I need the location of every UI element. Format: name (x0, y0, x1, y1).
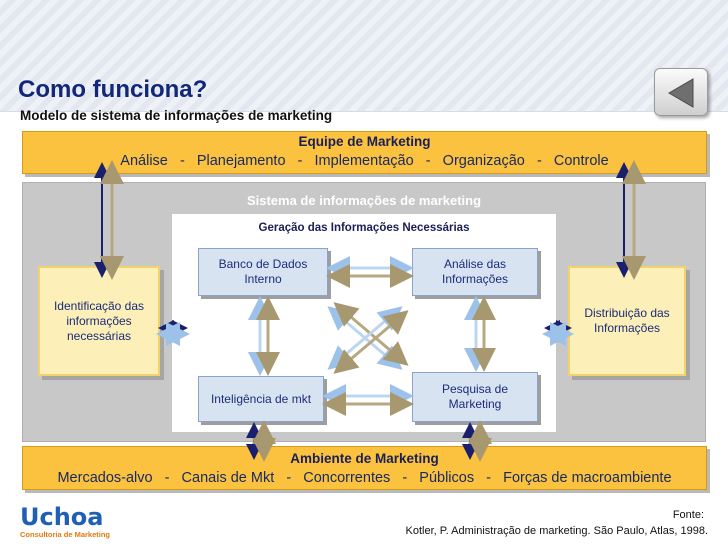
box-distribution: Distribuição das Informações (568, 266, 686, 376)
box-marketing-research: Pesquisa de Marketing (412, 372, 538, 422)
box-internal-database: Banco de Dados Interno (198, 248, 328, 296)
source-label: Fonte: (672, 509, 704, 521)
box-marketing-intelligence: Inteligência de mkt (198, 376, 324, 422)
generation-title: Geração das Informações Necessárias (258, 222, 470, 234)
arrow-diagonal-analise-intel-alt (333, 310, 409, 374)
back-arrow-icon (668, 78, 694, 108)
box-information-analysis: Análise das Informações (412, 248, 538, 296)
page-title: Como funciona? (18, 76, 208, 103)
marketing-environment-title: Ambiente de Marketing (290, 451, 439, 466)
back-button[interactable] (654, 68, 708, 116)
system-title: Sistema de informações de marketing (246, 193, 482, 208)
page-subtitle: Modelo de sistema de informações de mark… (20, 108, 333, 123)
marketing-environment-items: Mercados-alvo - Canais de Mkt - Concorre… (57, 470, 672, 486)
logo-name: Uchoa (20, 503, 104, 531)
logo-tagline: Consultoria de Marketing (20, 530, 111, 539)
marketing-team-title: Equipe de Marketing (298, 134, 431, 149)
marketing-environment-bar: Ambiente de Marketing Mercados-alvo - Ca… (22, 446, 707, 490)
box-identification: Identificação das informações necessária… (38, 266, 160, 376)
source-citation: Kotler, P. Administração de marketing. S… (405, 525, 708, 537)
header-background (0, 0, 728, 112)
marketing-team-bar: Equipe de Marketing Análise - Planejamen… (22, 131, 707, 174)
marketing-team-items: Análise - Planejamento - Implementação -… (120, 153, 609, 169)
